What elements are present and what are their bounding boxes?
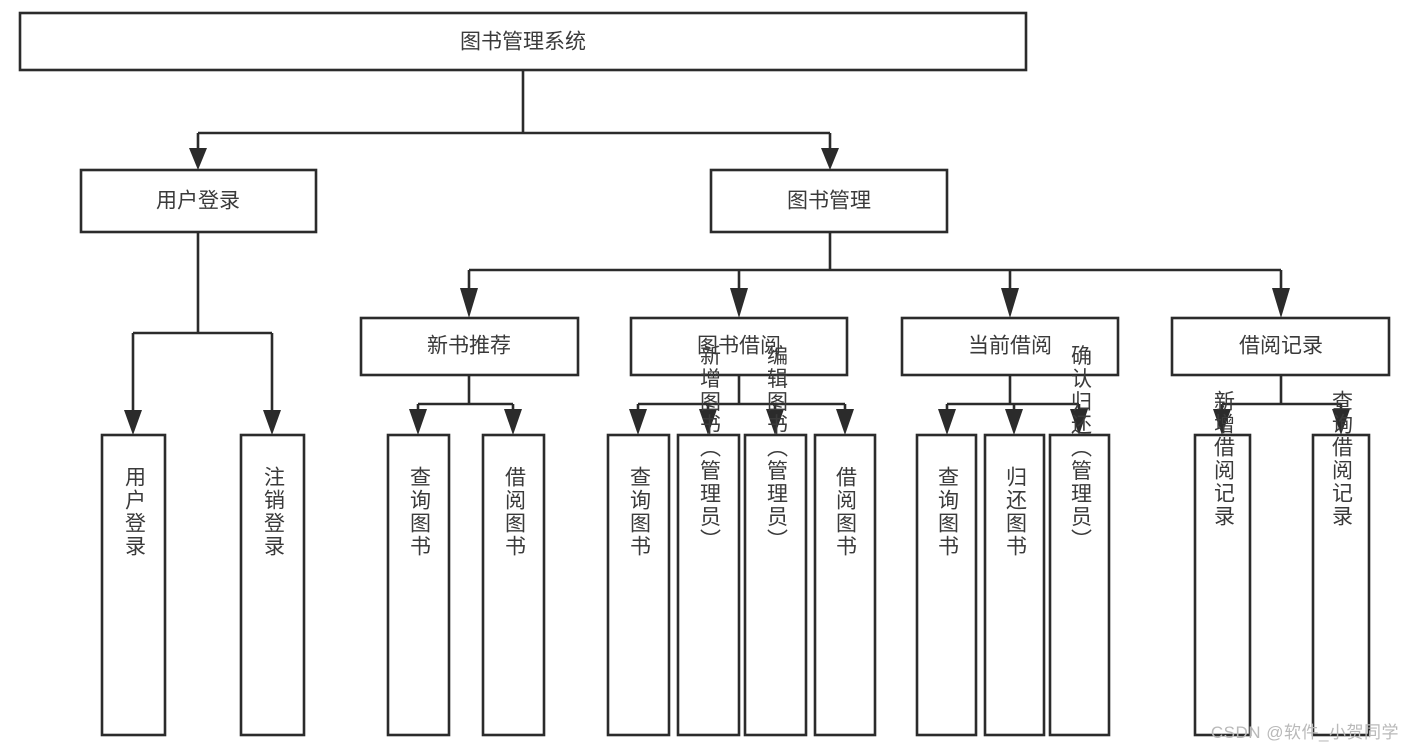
node-leaf-add-borrow-record-label: 新增借阅记录 bbox=[1212, 390, 1236, 528]
node-leaf-query-borrow-record[interactable]: 查询借阅记录 bbox=[1311, 390, 1371, 737]
node-leaf-query-book-cb-box[interactable] bbox=[915, 433, 978, 737]
node-leaf-add-book-admin[interactable]: 新增图书（管理员） bbox=[676, 345, 741, 737]
node-leaf-user-login[interactable]: 用户登录 bbox=[100, 433, 167, 737]
node-book-management[interactable]: 图书管理 bbox=[709, 168, 949, 234]
arrow-head-borrow-record bbox=[1272, 288, 1290, 318]
node-borrow-record-label: 借阅记录 bbox=[1239, 335, 1323, 358]
arrow-head-nb-2 bbox=[504, 409, 522, 435]
node-leaf-borrow-book-nb[interactable]: 借阅图书 bbox=[481, 433, 546, 737]
node-current-borrow[interactable]: 当前借阅 bbox=[900, 316, 1120, 377]
node-book-borrow-label: 图书借阅 bbox=[697, 335, 781, 358]
node-leaf-return-book-label: 归还图书 bbox=[1004, 466, 1028, 558]
node-leaf-confirm-return-admin-box[interactable] bbox=[1048, 433, 1111, 737]
node-borrow-record[interactable]: 借阅记录 bbox=[1170, 316, 1391, 377]
node-leaf-query-book-nb-label: 查询图书 bbox=[408, 466, 432, 558]
arrow-head-leaf-user-login bbox=[124, 410, 142, 435]
arrow-head-nb-1 bbox=[409, 409, 427, 435]
arrow-head-br-1 bbox=[1213, 409, 1231, 435]
connector-group-current-borrow-children bbox=[938, 375, 1088, 435]
node-user-login-box[interactable] bbox=[79, 168, 318, 234]
node-user-login[interactable]: 用户登录 bbox=[79, 168, 318, 234]
node-borrow-record-box[interactable] bbox=[1170, 316, 1391, 377]
node-leaf-return-book[interactable]: 归还图书 bbox=[983, 433, 1046, 737]
node-leaf-edit-book-admin-box[interactable] bbox=[743, 433, 808, 737]
connector-group-user-login-children bbox=[124, 232, 281, 435]
connector-group-root-to-level2 bbox=[189, 70, 839, 170]
node-leaf-query-borrow-record-label: 查询借阅记录 bbox=[1330, 390, 1354, 528]
node-leaf-query-book-cb-label: 查询图书 bbox=[936, 466, 960, 558]
node-leaf-query-book-nb-box[interactable] bbox=[386, 433, 451, 737]
node-leaf-user-login-label: 用户登录 bbox=[123, 466, 147, 558]
node-root-system-label: 图书管理系统 bbox=[460, 31, 586, 54]
arrow-head-book-management bbox=[821, 148, 839, 170]
node-leaf-add-book-admin-label: 新增图书（管理员） bbox=[698, 345, 722, 552]
node-current-borrow-box[interactable] bbox=[900, 316, 1120, 377]
node-book-management-label: 图书管理 bbox=[787, 190, 871, 213]
node-leaf-edit-book-admin[interactable]: 编辑图书（管理员） bbox=[743, 345, 808, 737]
arrow-head-bb-4 bbox=[836, 409, 854, 435]
node-root-system-box[interactable] bbox=[18, 11, 1028, 72]
node-root-system[interactable]: 图书管理系统 bbox=[18, 11, 1028, 72]
node-new-book-recommend-label: 新书推荐 bbox=[427, 335, 511, 358]
arrow-head-new-book bbox=[460, 288, 478, 318]
node-leaf-logout-box[interactable] bbox=[239, 433, 306, 737]
connector-group-book-management-children bbox=[460, 232, 1290, 318]
node-leaf-query-book-bb-label: 查询图书 bbox=[628, 466, 652, 558]
node-leaf-query-book-cb[interactable]: 查询图书 bbox=[915, 433, 978, 737]
arrow-head-book-borrow bbox=[730, 288, 748, 318]
node-leaf-user-login-box[interactable] bbox=[100, 433, 167, 737]
node-book-management-box[interactable] bbox=[709, 168, 949, 234]
arrow-head-cb-1 bbox=[938, 409, 956, 435]
node-leaf-borrow-book-nb-label: 借阅图书 bbox=[503, 466, 527, 558]
node-leaf-logout-label: 注销登录 bbox=[262, 466, 286, 558]
node-leaf-confirm-return-admin[interactable]: 确认归还（管理员） bbox=[1048, 345, 1111, 737]
node-leaf-add-borrow-record[interactable]: 新增借阅记录 bbox=[1193, 390, 1252, 737]
csdn-watermark: CSDN @软件_小贺同学 bbox=[1210, 723, 1399, 742]
connector-group-borrow-record-children bbox=[1213, 375, 1350, 435]
arrow-head-user-login bbox=[189, 148, 207, 170]
connector-group-book-borrow-children bbox=[629, 375, 854, 435]
node-leaf-borrow-book-nb-box[interactable] bbox=[481, 433, 546, 737]
node-leaf-add-borrow-record-box[interactable] bbox=[1193, 433, 1252, 737]
arrow-head-cb-3 bbox=[1070, 409, 1088, 435]
node-new-book-recommend-box[interactable] bbox=[359, 316, 580, 377]
node-leaf-borrow-book-bb-box[interactable] bbox=[813, 433, 877, 737]
node-leaf-query-book-bb-box[interactable] bbox=[606, 433, 671, 737]
node-leaf-logout[interactable]: 注销登录 bbox=[239, 433, 306, 737]
node-book-borrow[interactable]: 图书借阅 bbox=[629, 316, 849, 377]
node-book-borrow-box[interactable] bbox=[629, 316, 849, 377]
node-current-borrow-label: 当前借阅 bbox=[968, 335, 1052, 358]
node-leaf-borrow-book-bb-label: 借阅图书 bbox=[834, 466, 858, 558]
node-leaf-add-book-admin-box[interactable] bbox=[676, 433, 741, 737]
arrow-head-cb-2 bbox=[1005, 409, 1023, 435]
node-leaf-query-book-bb[interactable]: 查询图书 bbox=[606, 433, 671, 737]
node-leaf-confirm-return-admin-label: 确认归还（管理员） bbox=[1069, 345, 1093, 552]
node-leaf-borrow-book-bb[interactable]: 借阅图书 bbox=[813, 433, 877, 737]
connector-group-new-book-children bbox=[409, 375, 522, 435]
node-user-login-label: 用户登录 bbox=[156, 190, 240, 213]
node-leaf-return-book-box[interactable] bbox=[983, 433, 1046, 737]
arrow-head-bb-2 bbox=[699, 409, 717, 435]
node-leaf-edit-book-admin-label: 编辑图书（管理员） bbox=[765, 345, 789, 552]
arrow-head-bb-1 bbox=[629, 409, 647, 435]
arrow-head-br-2 bbox=[1332, 409, 1350, 435]
node-leaf-query-borrow-record-box[interactable] bbox=[1311, 433, 1371, 737]
node-new-book-recommend[interactable]: 新书推荐 bbox=[359, 316, 580, 377]
arrow-head-bb-3 bbox=[766, 409, 784, 435]
arrow-head-leaf-logout bbox=[263, 410, 281, 435]
arrow-head-current-borrow bbox=[1001, 288, 1019, 318]
node-leaf-query-book-nb[interactable]: 查询图书 bbox=[386, 433, 451, 737]
